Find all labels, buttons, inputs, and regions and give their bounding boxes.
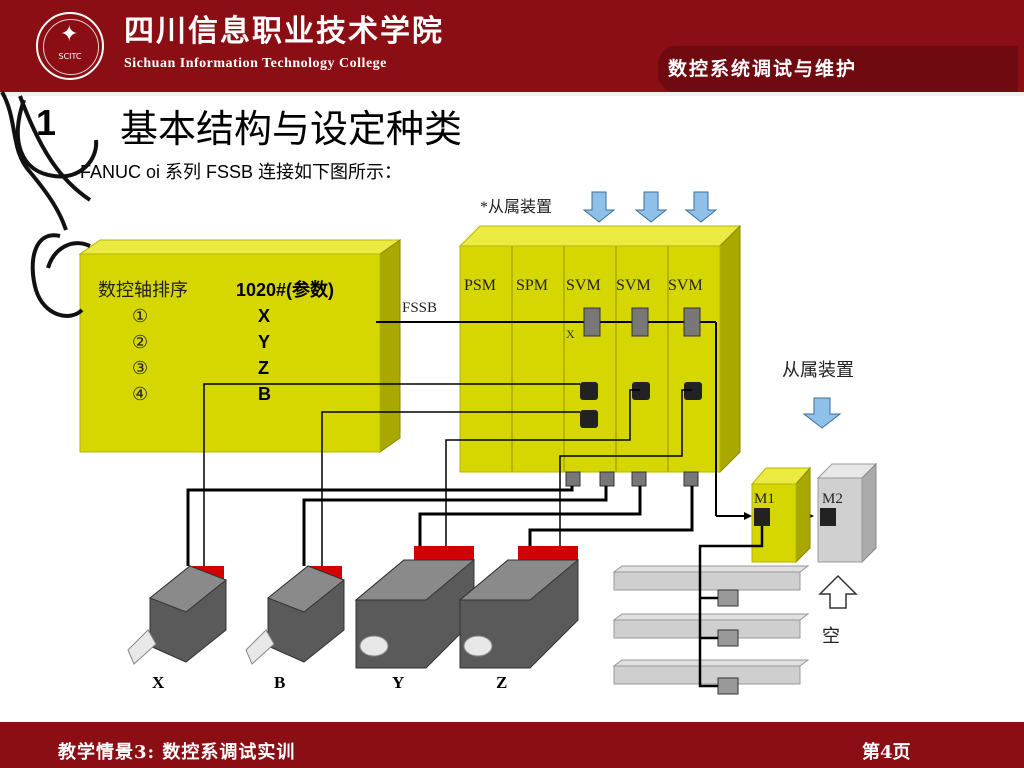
slave-arrow-icons bbox=[582, 191, 718, 223]
college-logo: ✦ SCITC bbox=[36, 12, 104, 80]
signal-wires bbox=[203, 383, 692, 566]
college-name-cn: 四川信息职业技术学院 bbox=[124, 14, 444, 49]
cnc-unit bbox=[78, 239, 402, 453]
decorative-swirls bbox=[0, 91, 99, 318]
empty-slot-up-arrow-icon bbox=[818, 574, 858, 609]
slave-label-right: 从属装置 bbox=[782, 360, 854, 380]
logo-ring bbox=[43, 19, 99, 75]
rail-wires bbox=[698, 526, 764, 688]
motor-z bbox=[458, 546, 580, 669]
slide-subtitle: FANUC oi 系列 FSSB 连接如下图所示： bbox=[80, 162, 403, 182]
logo-star-icon: ✦ bbox=[60, 22, 79, 47]
x-marker-label: X bbox=[566, 327, 575, 341]
cnc-row-axis-3: Z bbox=[258, 358, 269, 378]
motor-label-x: X bbox=[152, 673, 165, 692]
course-title: 数控系统调试与维护 bbox=[668, 58, 858, 80]
connector-ports bbox=[565, 307, 702, 487]
motor-label-b: B bbox=[274, 673, 285, 692]
module-label-svm-1: SVM bbox=[566, 277, 601, 294]
fssb-label: FSSB bbox=[402, 300, 437, 316]
logo-text: SCITC bbox=[58, 52, 82, 61]
cnc-row-index-3: ③ bbox=[132, 358, 148, 378]
course-tab bbox=[658, 46, 1018, 92]
cnc-row-axis-4: B bbox=[258, 384, 271, 404]
header-divider bbox=[0, 92, 1024, 96]
empty-label: 空 bbox=[822, 626, 840, 646]
module-label-m2: M2 bbox=[822, 491, 843, 507]
slave-arrow-right-icon bbox=[802, 397, 842, 429]
motor-label-y: Y bbox=[392, 673, 404, 692]
cnc-row-axis-2: Y bbox=[258, 332, 270, 352]
page-number: 第4页 bbox=[862, 742, 911, 763]
module-label-psm: PSM bbox=[464, 277, 496, 294]
cnc-header-right: 1020#(参数) bbox=[236, 279, 334, 300]
motor-b bbox=[245, 565, 345, 665]
fssb-diagram: 数控轴排序 1020#(参数) ① ② ③ ④ X Y Z B PSM SPM … bbox=[0, 91, 878, 695]
slide-number: 1 bbox=[36, 102, 57, 143]
module-label-m1: M1 bbox=[754, 491, 775, 507]
module-m1 bbox=[750, 466, 812, 564]
cnc-row-index-2: ② bbox=[132, 332, 148, 352]
slide-title: 基本结构与设定种类 bbox=[120, 107, 463, 151]
cnc-row-axis-1: X bbox=[258, 306, 270, 326]
rails bbox=[612, 565, 810, 695]
module-label-spm: SPM bbox=[516, 277, 548, 294]
cnc-row-index-4: ④ bbox=[132, 384, 148, 404]
module-m2 bbox=[816, 462, 878, 564]
motor-y bbox=[354, 546, 476, 669]
motor-x bbox=[127, 565, 227, 665]
power-wires bbox=[186, 486, 694, 566]
footer-lesson-label: 教学情景3: 数控系调试实训 bbox=[58, 742, 296, 763]
cnc-row-index-1: ① bbox=[132, 306, 148, 326]
slave-label-top: *从属装置 bbox=[480, 198, 552, 216]
module-label-svm-3: SVM bbox=[668, 277, 703, 294]
drive-rack bbox=[458, 224, 742, 474]
footer-bar bbox=[0, 722, 1024, 768]
college-name-en: Sichuan Information Technology College bbox=[124, 56, 387, 71]
module-label-svm-2: SVM bbox=[616, 277, 651, 294]
motor-label-z: Z bbox=[496, 673, 507, 692]
cnc-header-left: 数控轴排序 bbox=[98, 280, 188, 300]
